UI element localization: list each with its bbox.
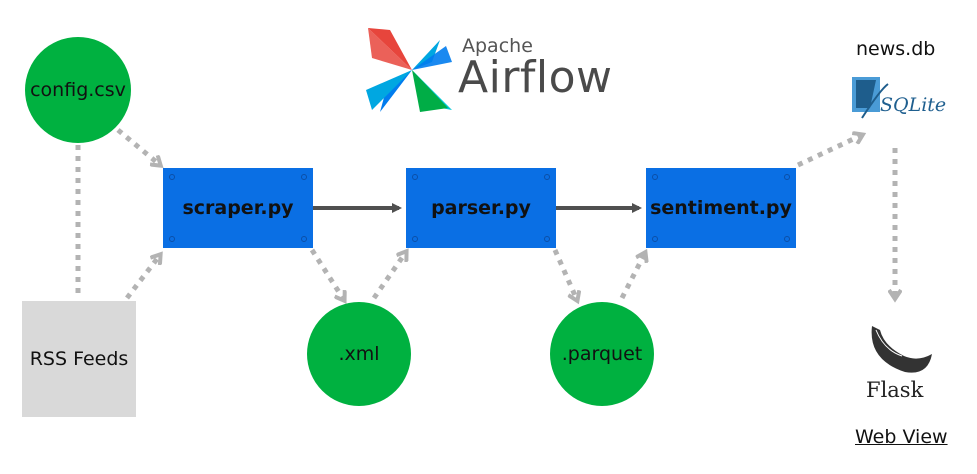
- edge-scraper-to-xml: [309, 248, 344, 300]
- airflow-apache-text: Apache: [462, 35, 533, 57]
- sqlite-logo-icon: [852, 77, 889, 119]
- node-xml[interactable]: .xml: [307, 302, 411, 406]
- web-view-link[interactable]: Web View: [855, 426, 948, 448]
- edge-parquet-to-sentiment: [619, 253, 645, 300]
- edge-sentiment-to-sqlite: [796, 135, 862, 168]
- task-sentiment[interactable]: sentiment.py: [646, 168, 796, 248]
- flask-logo-icon: [871, 326, 932, 373]
- sqlite-logo-text: SQLite: [880, 94, 947, 116]
- node-news-db-label: news.db: [856, 38, 936, 60]
- task-scraper[interactable]: scraper.py: [163, 168, 313, 248]
- node-rss-feeds-label: RSS Feeds: [29, 348, 129, 370]
- node-parquet-label: .parquet: [561, 343, 643, 365]
- airflow-logo-icon: [366, 28, 452, 112]
- edge-xml-to-parser: [371, 252, 406, 300]
- node-rss-feeds[interactable]: RSS Feeds: [22, 301, 136, 417]
- airflow-name-text: Airflow: [458, 52, 613, 103]
- task-scraper-label: scraper.py: [182, 197, 294, 219]
- edge-parser-to-parquet: [552, 248, 577, 300]
- flask-logo-text: Flask: [866, 378, 924, 402]
- node-xml-label: .xml: [338, 343, 380, 365]
- node-parquet[interactable]: .parquet: [550, 302, 654, 406]
- edge-config-to-scraper: [116, 128, 160, 165]
- node-config-csv[interactable]: config.csv: [25, 37, 131, 143]
- edge-rss-to-scraper: [125, 255, 160, 300]
- task-sentiment-label: sentiment.py: [650, 197, 792, 219]
- task-parser[interactable]: parser.py: [406, 168, 556, 248]
- node-config-csv-label: config.csv: [30, 79, 126, 101]
- task-parser-label: parser.py: [431, 197, 531, 219]
